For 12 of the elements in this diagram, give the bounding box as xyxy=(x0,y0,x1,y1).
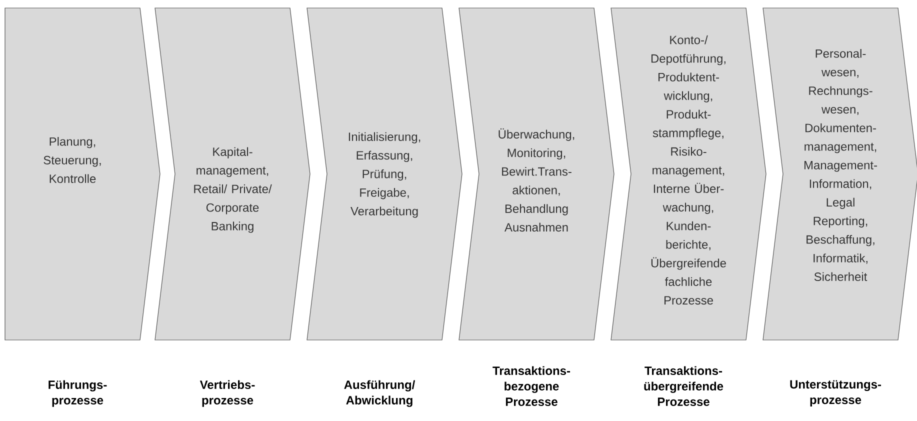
stage-heading: Transaktions- übergreifende Prozesse xyxy=(644,366,724,406)
stage-heading: Führungs- prozesse xyxy=(48,380,107,407)
stage-heading: Vertriebs- prozesse xyxy=(200,380,255,407)
process-stage: Konto-/ Depotführung, Produktent- wicklung, Produkt- stammpflege, Risiko- management, Interne Über- wachung, Kunden- berichte, Übergreifende fachliche Prozesse xyxy=(610,8,766,340)
process-stage: Personal- wesen, Rechnungs- wesen, Dokumenten- management, Management- Information, Legal Reporting, Beschaffung, Informatik, Sicherheit xyxy=(762,8,917,340)
process-stage: Kapital- management, Retail/ Private/ Corporate Banking xyxy=(154,8,310,340)
process-stage: Planung, Steuerung, Kontrolle xyxy=(4,8,160,340)
process-stage: Initialisierung, Erfassung, Prüfung, Freigabe, Verarbeitung xyxy=(306,8,462,340)
stage-heading: Transaktions- bezogene Prozesse xyxy=(492,366,570,406)
stage-heading: Ausführung/ Abwicklung xyxy=(344,380,416,407)
process-stage: Überwachung, Monitoring, Bewirt.Trans- aktionen, Behandlung Ausnahmen xyxy=(458,8,614,340)
stage-heading: Unterstützungs- prozesse xyxy=(790,380,882,406)
